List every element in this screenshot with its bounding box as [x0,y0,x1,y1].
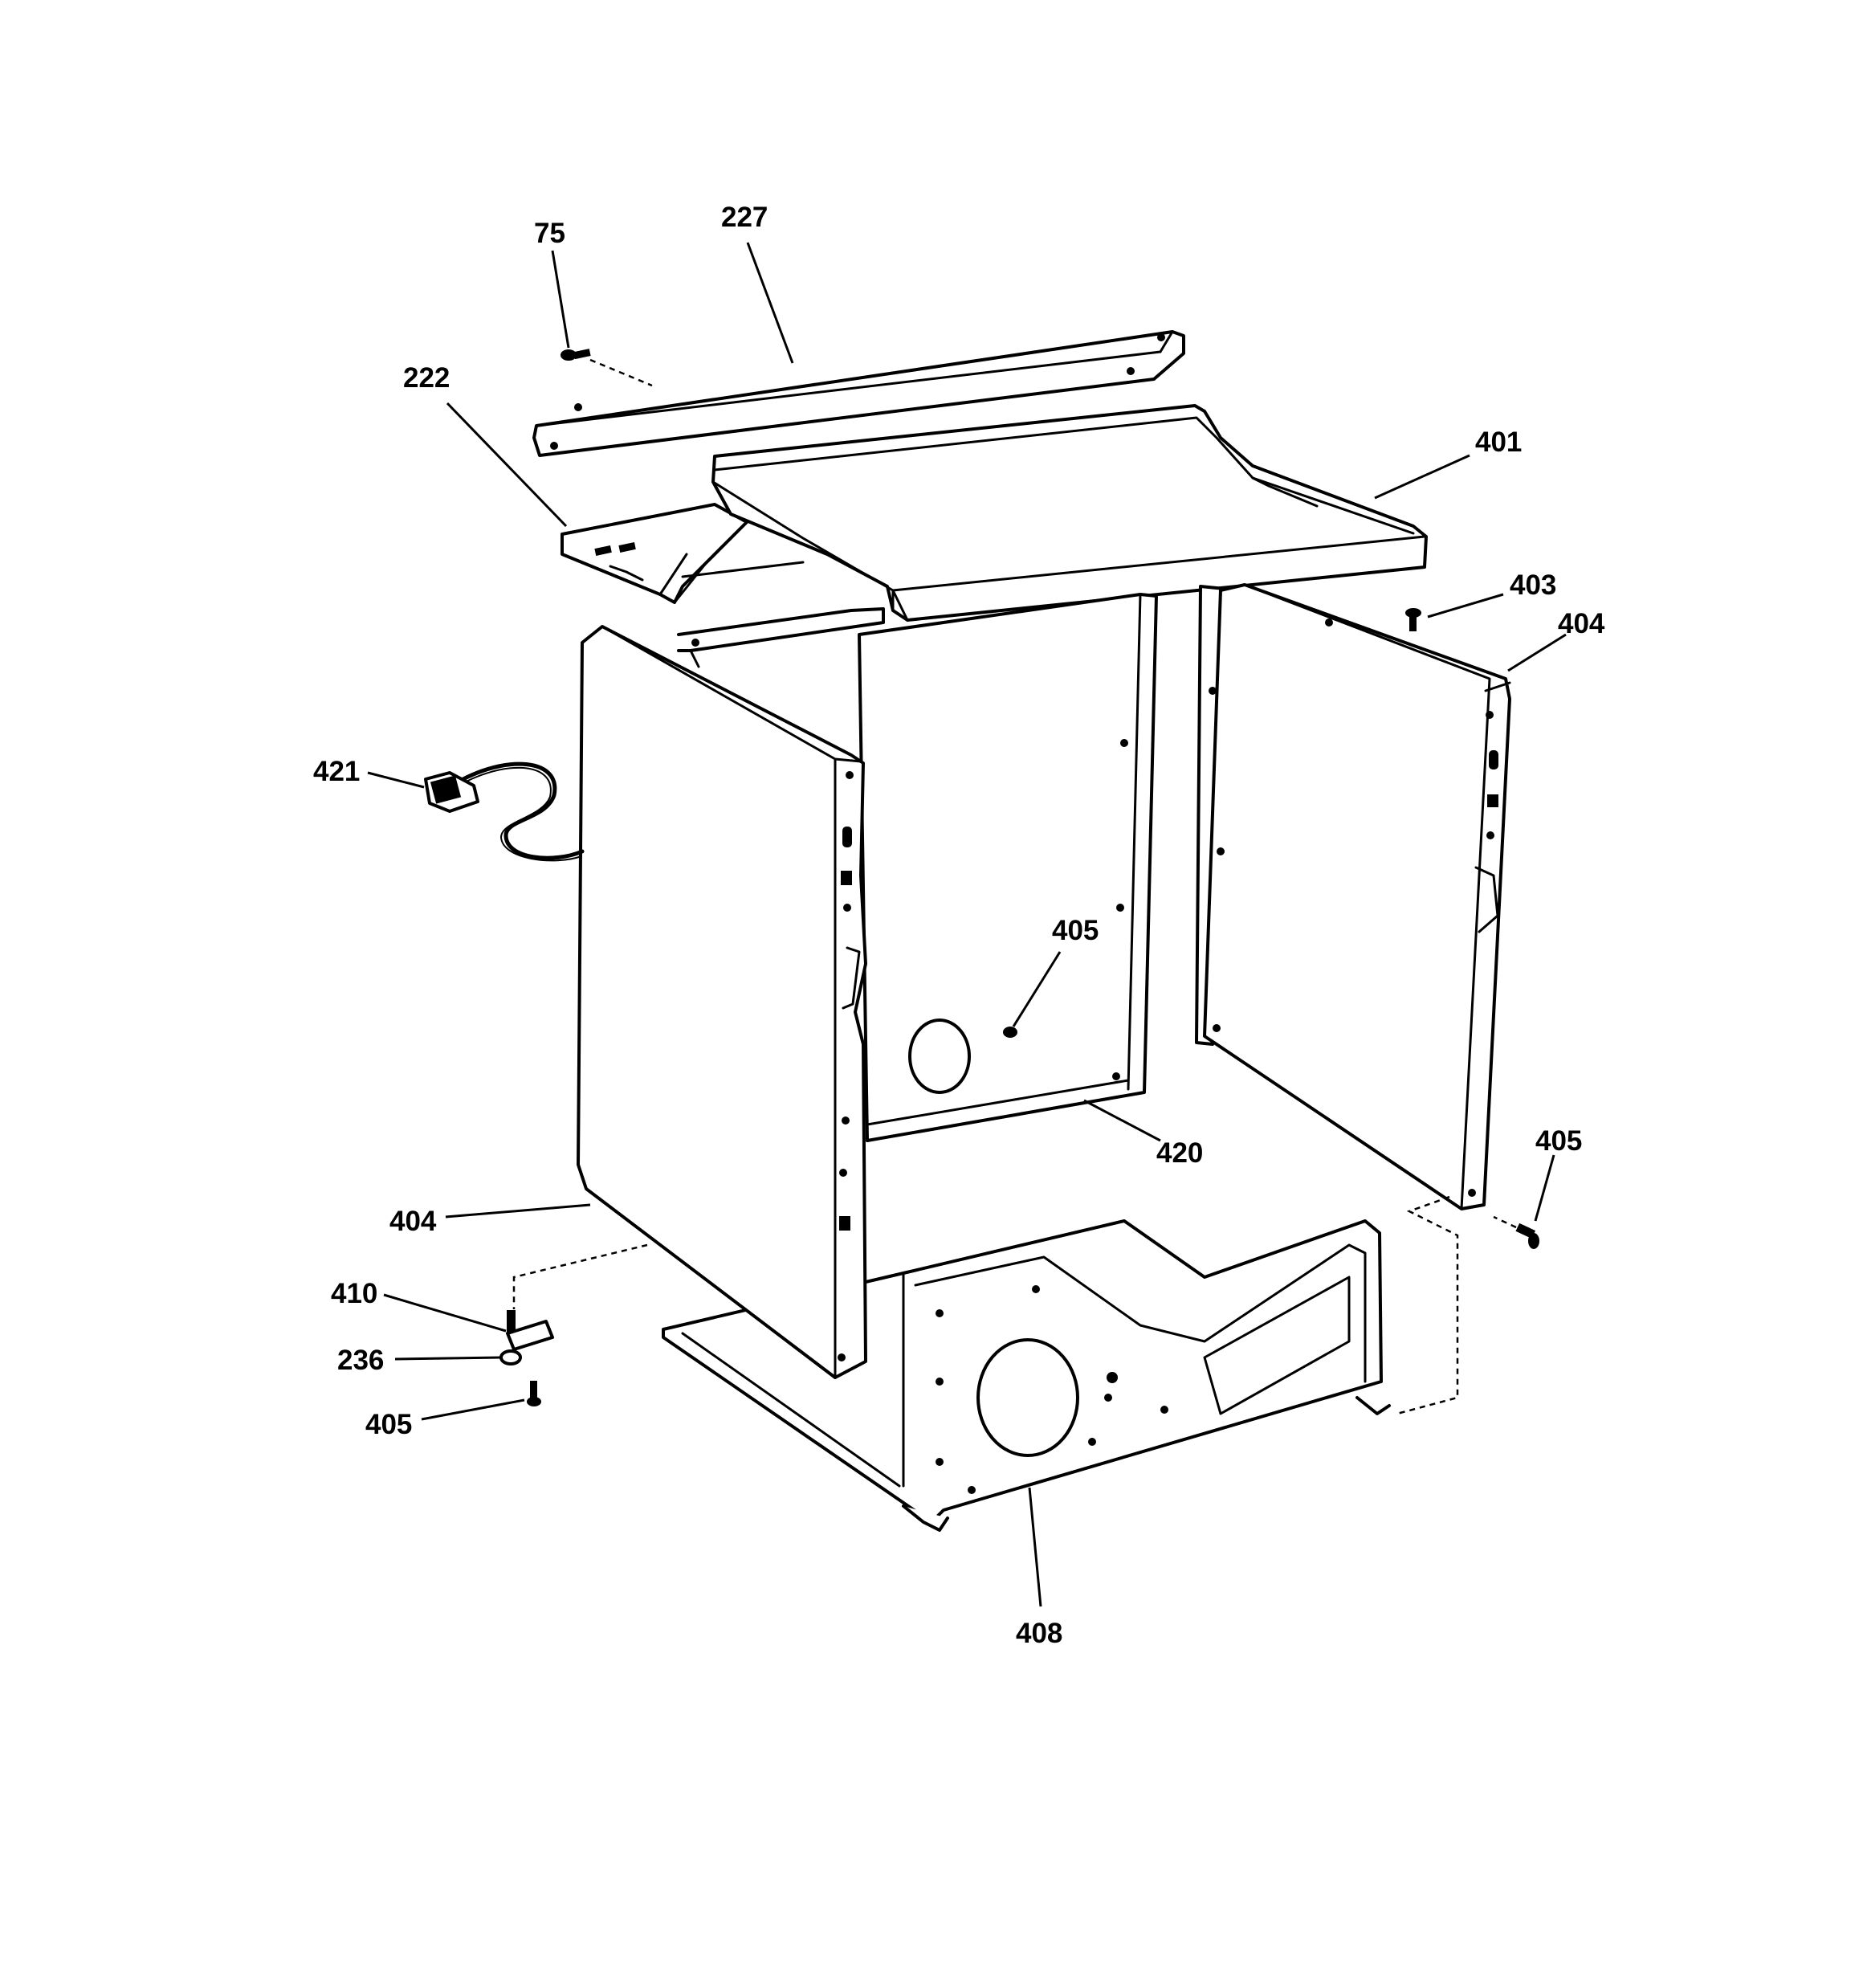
callout-408: 408 [1016,1618,1062,1649]
assembly-guide-left [512,1243,648,1309]
callout-410: 410 [331,1278,377,1309]
callout-405-right: 405 [1535,1125,1582,1157]
side-panel-left-404 [577,625,867,1379]
control-bracket-222 [561,503,805,604]
callout-405-center: 405 [1052,915,1099,946]
leveling-leg-410 [506,1310,554,1351]
screw-405-center [1003,1027,1017,1038]
rear-panel-420 [858,593,1158,1142]
callout-421: 421 [313,756,360,787]
top-panel-401 [711,404,1428,622]
callout-404-left: 404 [389,1206,437,1237]
callout-75: 75 [534,218,565,249]
callout-420: 420 [1156,1137,1203,1169]
callout-404-right: 404 [1558,608,1605,639]
callout-227: 227 [721,202,768,233]
callout-236: 236 [337,1345,384,1376]
callout-401: 401 [1475,427,1522,458]
screw-405-right [1493,1215,1539,1249]
callout-222: 222 [403,362,450,394]
assembly-guide-right [1396,1195,1459,1415]
screw-75 [561,349,653,387]
leader-lines [367,242,1567,1607]
screw-405-left [527,1381,541,1406]
side-panel-right-404 [1203,583,1511,1210]
callout-405-left: 405 [365,1409,412,1440]
screw-403 [1405,608,1421,631]
foot-pad-236 [499,1349,522,1365]
top-rail-227 [532,330,1185,457]
rear-frame-top-channel [677,607,885,668]
power-cord-421 [424,761,585,862]
callout-403: 403 [1510,569,1556,601]
